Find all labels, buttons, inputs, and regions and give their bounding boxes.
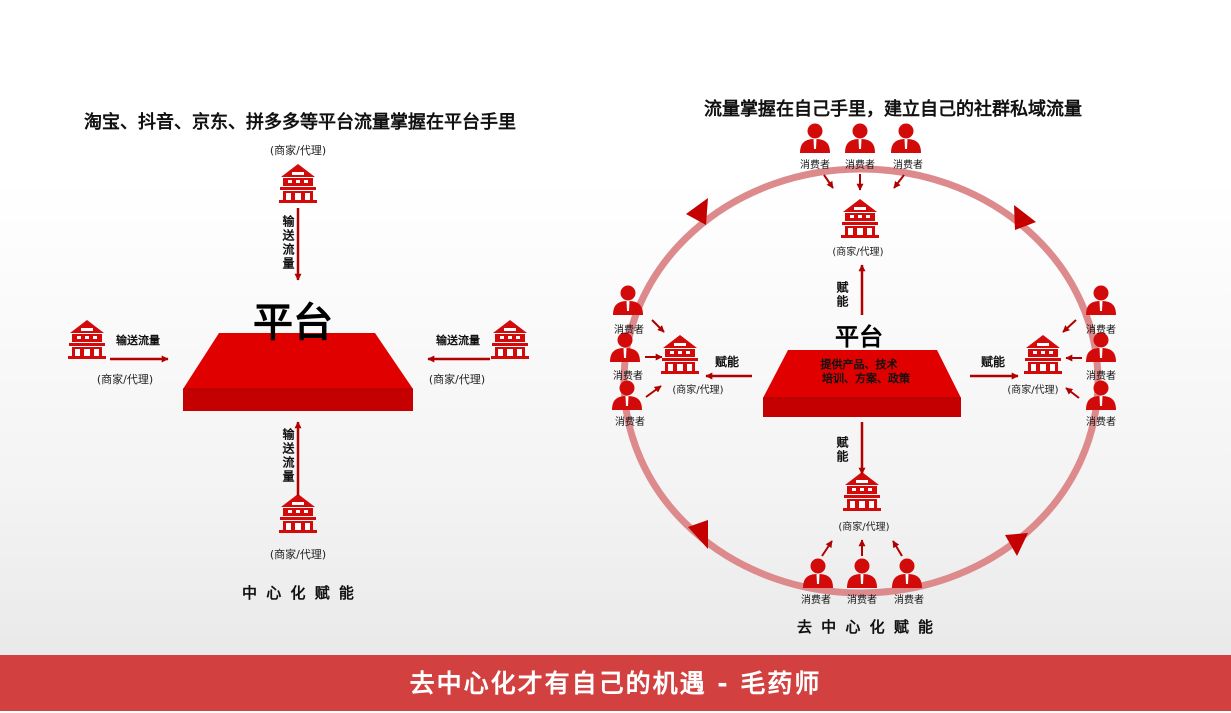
- right-platform-desc-line2: 培训、方案、政策: [822, 371, 911, 385]
- footer-text: 去中心化才有自己的机遇 - 毛药师: [409, 669, 822, 698]
- consumer-person-icon: [1086, 380, 1116, 410]
- right-top-empower-label: 赋能: [835, 280, 849, 309]
- consumer-person-icon: [610, 332, 640, 362]
- right-platform-block: [763, 350, 961, 417]
- consumer-person-icon: [845, 123, 875, 153]
- consumer-person-icon: [847, 558, 877, 588]
- consumer-label: 消费者: [614, 323, 644, 336]
- left-platform-label: 平台: [253, 300, 333, 346]
- ring-arrow-top-left: [686, 198, 708, 225]
- left-top-merchant-icon: [279, 164, 317, 203]
- right-top-merchant-label: (商家/代理): [832, 245, 883, 258]
- ring-arrow-top-right: [1014, 205, 1036, 230]
- consumer-person-icon: [803, 558, 833, 588]
- right-consumer-group: 消费者 消费者 消费者: [1062, 285, 1116, 428]
- ring-arrow-bottom-right: [1005, 533, 1028, 556]
- left-bottom-merchant-icon: [279, 494, 317, 533]
- ring-arrow-bottom-left: [688, 520, 708, 549]
- right-caption: 去 中 心 化 赋 能: [797, 618, 935, 636]
- left-top-flow-label: 输送流量: [281, 214, 295, 271]
- centralized-diagram: 淘宝、抖音、京东、拼多多等平台流量掌握在平台手里 平台 (商家/代理) 输送流量…: [68, 111, 529, 602]
- consumer-label: 消费者: [893, 158, 923, 171]
- consumer-person-icon: [612, 380, 642, 410]
- consumer-label: 消费者: [613, 369, 643, 382]
- consumer-person-icon: [892, 558, 922, 588]
- right-bottom-merchant-icon: [843, 472, 881, 511]
- consumer-person-icon: [1086, 285, 1116, 315]
- consumer-label: 消费者: [1086, 323, 1116, 336]
- left-consumer-group: 消费者 消费者 消费者: [610, 285, 665, 428]
- right-platform-label: 平台: [835, 323, 883, 351]
- left-title: 淘宝、抖音、京东、拼多多等平台流量掌握在平台手里: [84, 111, 516, 133]
- bottom-consumer-group: 消费者 消费者 消费者: [801, 539, 924, 606]
- right-left-merchant-label: (商家/代理): [672, 383, 723, 396]
- left-caption: 中 心 化 赋 能: [242, 584, 356, 602]
- top-consumer-group: 消费者 消费者 消费者: [800, 123, 923, 191]
- consumer-label: 消费者: [1086, 369, 1116, 382]
- consumer-label: 消费者: [845, 158, 875, 171]
- consumer-label: 消费者: [801, 593, 831, 606]
- right-left-empower-label: 赋能: [715, 354, 739, 369]
- left-left-merchant-label: (商家/代理): [97, 372, 153, 386]
- right-title: 流量掌握在自己手里，建立自己的社群私域流量: [704, 98, 1082, 120]
- right-bottom-empower-label: 赋能: [835, 435, 849, 464]
- footer-banner: 去中心化才有自己的机遇 - 毛药师: [0, 655, 1231, 711]
- cycle-ring: [620, 165, 1102, 597]
- left-bottom-merchant-label: (商家/代理): [270, 547, 326, 561]
- left-right-merchant-icon: [491, 320, 529, 359]
- consumer-person-icon: [800, 123, 830, 153]
- right-right-empower-label: 赋能: [981, 354, 1005, 369]
- right-top-merchant-icon: [841, 199, 879, 238]
- right-left-merchant-icon: [661, 335, 699, 374]
- left-bottom-flow-label: 输送流量: [281, 427, 295, 484]
- consumer-label: 消费者: [847, 593, 877, 606]
- right-bottom-merchant-label: (商家/代理): [838, 520, 889, 533]
- consumer-label: 消费者: [1086, 415, 1116, 428]
- right-platform-desc-line1: 提供产品、技术: [821, 357, 898, 371]
- right-right-merchant-icon: [1024, 335, 1062, 374]
- right-right-merchant-label: (商家/代理): [1007, 383, 1058, 396]
- left-right-flow-label: 输送流量: [436, 333, 480, 347]
- left-left-merchant-icon: [68, 320, 106, 359]
- left-right-merchant-label: (商家/代理): [429, 372, 485, 386]
- decentralized-diagram: 流量掌握在自己手里，建立自己的社群私域流量 平台 提供产品、技术 培训、方案、政…: [610, 98, 1116, 636]
- left-top-merchant-label: (商家/代理): [270, 143, 326, 157]
- consumer-person-icon: [891, 123, 921, 153]
- consumer-label: 消费者: [800, 158, 830, 171]
- consumer-label: 消费者: [615, 415, 645, 428]
- left-left-flow-label: 输送流量: [116, 333, 160, 347]
- consumer-label: 消费者: [894, 593, 924, 606]
- left-platform-block: [183, 333, 413, 411]
